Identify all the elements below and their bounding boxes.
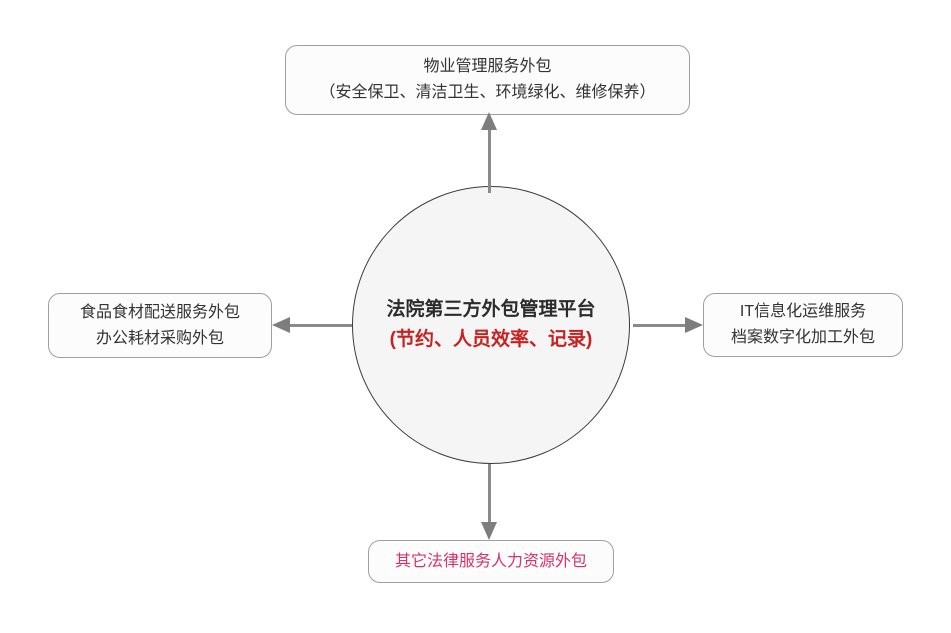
arrow-left-icon <box>272 317 290 333</box>
center-subtitle: (节约、人员效率、记录) <box>389 329 593 350</box>
node-property-management-outsourcing: 物业管理服务外包 （安全保卫、清洁卫生、环境绿化、维修保养） <box>285 45 690 115</box>
node-line: 办公耗材采购外包 <box>95 329 224 347</box>
node-other-legal-hr-outsourcing: 其它法律服务人力资源外包 <box>368 540 614 583</box>
arrow-line-top <box>488 129 491 193</box>
node-line: IT信息化运维服务 <box>739 303 867 320</box>
arrow-line-bottom <box>488 464 491 524</box>
arrow-right-icon <box>685 317 703 333</box>
arrow-line-left <box>290 324 352 327</box>
node-line: （安全保卫、清洁卫生、环境绿化、维修保养） <box>319 84 656 101</box>
node-food-supplies-outsourcing: 食品食材配送服务外包 办公耗材采购外包 <box>48 293 272 358</box>
node-line: 物业管理服务外包 <box>423 58 552 75</box>
node-it-archives-outsourcing: IT信息化运维服务 档案数字化加工外包 <box>703 293 903 357</box>
arrow-up-icon <box>481 112 497 130</box>
node-line: 档案数字化加工外包 <box>730 329 875 346</box>
node-line: 食品食材配送服务外包 <box>79 303 240 321</box>
arrow-down-icon <box>481 522 497 540</box>
arrow-line-right <box>633 324 695 327</box>
node-line: 其它法律服务人力资源外包 <box>394 552 587 570</box>
center-title: 法院第三方外包管理平台 <box>386 299 596 320</box>
center-platform-circle: 法院第三方外包管理平台 (节约、人员效率、记录) <box>352 186 630 464</box>
